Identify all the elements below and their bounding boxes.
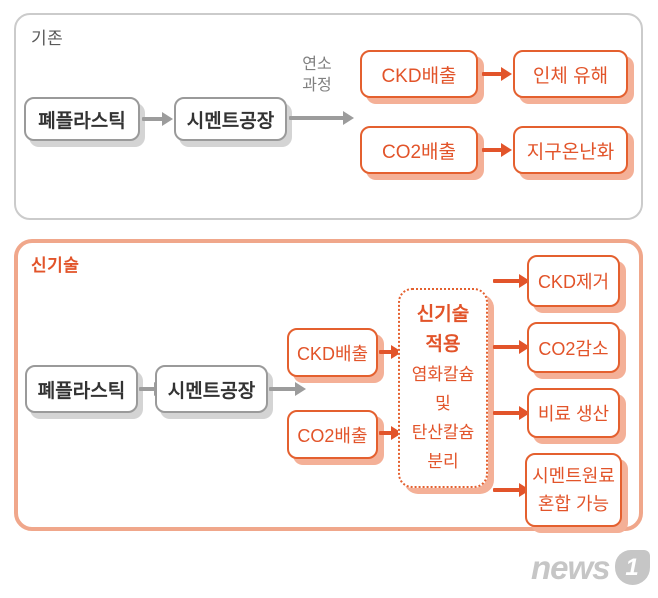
news1-badge-icon: 1 xyxy=(614,550,650,585)
process-line5: 탄산칼슘 xyxy=(411,423,475,442)
node-label: 지구온난화 xyxy=(526,141,615,163)
node-cement-factory-existing: 시멘트공장 xyxy=(174,97,287,141)
arrow-factory-to-emissions-new xyxy=(269,381,306,397)
arrow-co2-to-process xyxy=(379,425,402,441)
node-label: 시멘트공장 xyxy=(167,380,256,402)
node-human-harm: 인체 유해 xyxy=(513,50,628,98)
node-co2-emission-existing: CO2배출 xyxy=(360,126,478,174)
node-cement-raw-material-mix: 시멘트원료 혼합 가능 xyxy=(525,453,622,527)
node-cement-factory-new: 시멘트공장 xyxy=(155,365,268,413)
news1-wordmark: news xyxy=(531,549,611,586)
combustion-process-label: 연소 과정 xyxy=(290,54,344,96)
process-line3: 염화칼슘 xyxy=(411,365,475,384)
process-line2: 적용 xyxy=(425,334,461,355)
node-label: CKD배출 xyxy=(381,65,457,87)
arrow-process-to-co2-reduction xyxy=(493,339,530,355)
node-global-warming: 지구온난화 xyxy=(513,126,628,174)
node-co2-reduction: CO2감소 xyxy=(527,322,620,373)
node-ckd-removal: CKD제거 xyxy=(527,255,620,307)
node-waste-plastic-new: 폐플라스틱 xyxy=(25,365,138,413)
node-ckd-emission-existing: CKD배출 xyxy=(360,50,478,98)
arrow-process-to-cement-mix xyxy=(493,482,530,498)
cement-mix-line2: 혼합 가능 xyxy=(537,494,610,514)
node-label: CO2배출 xyxy=(297,425,368,446)
node-waste-plastic-existing: 폐플라스틱 xyxy=(24,97,140,141)
arrow-factory-to-emissions-existing xyxy=(289,110,354,126)
node-label: 폐플라스틱 xyxy=(38,110,126,132)
node-label: CKD배출 xyxy=(296,343,369,364)
combustion-line1: 연소 xyxy=(302,56,332,73)
node-label: 폐플라스틱 xyxy=(37,380,126,402)
new-tech-process-box: 신기술 적용 염화칼슘 및 탄산칼슘 분리 xyxy=(398,288,488,488)
combustion-line2: 과정 xyxy=(302,77,332,94)
news1-logo: news 1 xyxy=(531,550,650,585)
node-ckd-emission-new: CKD배출 xyxy=(287,328,378,377)
new-tech-panel-title: 신기술 xyxy=(31,256,80,275)
arrow-co2-to-warming xyxy=(482,142,512,158)
process-line6: 분리 xyxy=(427,452,459,471)
node-label: 비료 생산 xyxy=(537,404,610,424)
node-label: CKD제거 xyxy=(537,272,610,292)
node-co2-emission-new: CO2배출 xyxy=(287,410,378,459)
node-label: CO2배출 xyxy=(381,141,457,163)
existing-panel-title: 기존 xyxy=(31,29,64,48)
node-label: CO2감소 xyxy=(538,338,609,359)
node-label: 시멘트원료 혼합 가능 xyxy=(532,462,615,518)
arrow-ckd-to-harm xyxy=(482,66,512,82)
cement-mix-line1: 시멘트원료 xyxy=(532,466,615,486)
arrow-process-to-fertilizer xyxy=(493,405,530,421)
arrow-plastic-to-factory-existing xyxy=(142,111,173,127)
arrow-process-to-ckd-removal xyxy=(493,273,530,289)
arrow-ckd-to-process xyxy=(379,344,402,360)
node-label: 시멘트공장 xyxy=(186,110,275,132)
node-fertilizer-production: 비료 생산 xyxy=(527,388,620,438)
process-line1: 신기술 xyxy=(416,304,470,325)
process-line4: 및 xyxy=(435,394,451,413)
node-label: 인체 유해 xyxy=(532,65,609,87)
